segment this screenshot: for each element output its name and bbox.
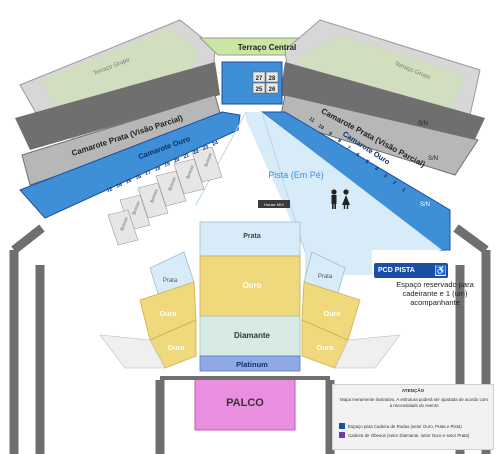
sn-label: S/N — [418, 121, 428, 127]
box-28-label: 28 — [269, 76, 276, 82]
bronze-box[interactable] — [191, 146, 223, 183]
diamante-label: Diamante — [234, 331, 271, 340]
house-mix — [258, 200, 290, 208]
bronze-labels: Bronze Bronze Bronze Bronze Bronze Bronz… — [119, 152, 213, 232]
bronze-label: Bronze — [119, 216, 129, 232]
pcd-pista-label: PCD PISTA — [378, 267, 415, 274]
reserve-note: Espaço reservado para cadeirante e 1 (um… — [396, 280, 474, 307]
ouro-side-left-2-label: Ouro — [168, 345, 185, 352]
bronze-boxes — [107, 146, 223, 246]
box-25[interactable] — [252, 82, 266, 94]
venue-outer-wall — [9, 224, 491, 454]
ouro-side-right-2-label: Ouro — [317, 345, 334, 352]
legend-box: ATENÇÃO Mapa meramente ilustrativo. A es… — [332, 384, 494, 450]
box-28[interactable] — [265, 71, 279, 83]
venue-inner-wall — [35, 265, 465, 454]
camarote-number-6: 6 — [355, 152, 361, 159]
camarote-number-23: 23 — [202, 144, 210, 152]
terraco-grupo-left-area — [40, 28, 200, 120]
bronze-label: Bronze — [131, 200, 141, 216]
camarote-number-5: 5 — [364, 159, 370, 166]
house-mix-label: House MIX — [264, 202, 284, 207]
camarote-number-14: 14 — [116, 182, 124, 190]
camarote-number-21: 21 — [183, 153, 191, 161]
upper-band — [15, 62, 220, 150]
legend-description: Mapa meramente ilustrativo. A estrutura … — [340, 397, 488, 408]
camarote-number-16: 16 — [135, 174, 143, 182]
camarote-number-19: 19 — [164, 161, 172, 169]
palco-front-wall — [160, 376, 330, 380]
ouro-center-label: Ouro — [242, 281, 261, 290]
palco — [194, 377, 296, 431]
platinum-section[interactable] — [199, 355, 301, 372]
camarote-number-12: 12 — [106, 186, 114, 194]
obese-seat-icon — [339, 432, 345, 438]
prata-center-label: Prata — [243, 233, 261, 240]
camarote-number-17: 17 — [144, 169, 152, 177]
camarote-number-1: 1 — [401, 187, 407, 194]
box-27[interactable] — [252, 71, 266, 83]
box-25-label: 25 — [256, 87, 263, 93]
prata-center-section[interactable] — [199, 221, 301, 257]
ouro-side-left-1-label: Ouro — [160, 311, 177, 318]
wheelchair-icon: ♿ — [435, 265, 447, 276]
upper-band-right — [280, 62, 485, 150]
bronze-box[interactable] — [173, 158, 205, 195]
camarote-number-24: 24 — [212, 140, 220, 148]
legend-item: Espaço para Cadeira de Rodas (setor Ouro… — [339, 423, 462, 429]
camarote-number-15: 15 — [125, 178, 133, 186]
box-26-label: 26 — [269, 87, 276, 93]
prata-side-left-label: Prata — [163, 278, 178, 284]
camarote-number-20: 20 — [173, 157, 181, 165]
bronze-label: Bronze — [167, 176, 177, 192]
camarote-number-22: 22 — [192, 148, 200, 156]
side-right-lower — [334, 334, 401, 369]
diamante-section[interactable] — [199, 315, 301, 357]
camarote-number-8: 8 — [336, 138, 342, 145]
bronze-box[interactable] — [137, 182, 169, 219]
pista-label: Pista (Em Pé) — [268, 170, 324, 180]
legend-item: Cadeira de Obesos (setor Diamante, setor… — [339, 432, 469, 438]
bronze-label: Bronze — [203, 152, 213, 168]
pcd-pista-badge[interactable]: PCD PISTA ♿ — [374, 263, 448, 278]
legend-item-label: Espaço para Cadeira de Rodas (setor Ouro… — [348, 423, 462, 429]
camarote-number-2: 2 — [391, 180, 397, 187]
camarote-number-18: 18 — [154, 165, 162, 173]
legend-item-label: Cadeira de Obesos (setor Diamante, setor… — [348, 432, 470, 438]
side-left-lower — [99, 334, 166, 369]
restroom-icon — [331, 189, 350, 209]
camarote-ouro-left[interactable] — [19, 111, 241, 219]
legend-title: ATENÇÃO — [401, 388, 425, 393]
palco-label: PALCO — [226, 397, 264, 409]
camarote-number-4: 4 — [373, 166, 379, 173]
ouro-side-right-1-label: Ouro — [324, 311, 341, 318]
wheelchair-space-icon — [339, 423, 345, 429]
camarote-number-10: 10 — [317, 123, 325, 131]
prata-side-right-label: Prata — [318, 274, 333, 280]
platinum-label: Platinum — [236, 360, 268, 369]
box-26[interactable] — [265, 82, 279, 94]
camarote-number-11: 11 — [308, 116, 316, 124]
bronze-box[interactable] — [107, 209, 139, 246]
bronze-box[interactable] — [155, 170, 187, 207]
camarote-number-3: 3 — [382, 173, 388, 180]
camarote-number-9: 9 — [327, 131, 333, 138]
bronze-label: Bronze — [185, 164, 195, 180]
box-27-label: 27 — [256, 76, 263, 82]
terraco-grupo-right-area — [300, 35, 465, 120]
bronze-label: Bronze — [149, 188, 159, 204]
camarote-number-7: 7 — [345, 145, 351, 152]
sn-label: S/N — [420, 202, 430, 208]
terraco-central-label: Terraço Central — [238, 43, 297, 52]
sn-label: S/N — [428, 156, 438, 162]
